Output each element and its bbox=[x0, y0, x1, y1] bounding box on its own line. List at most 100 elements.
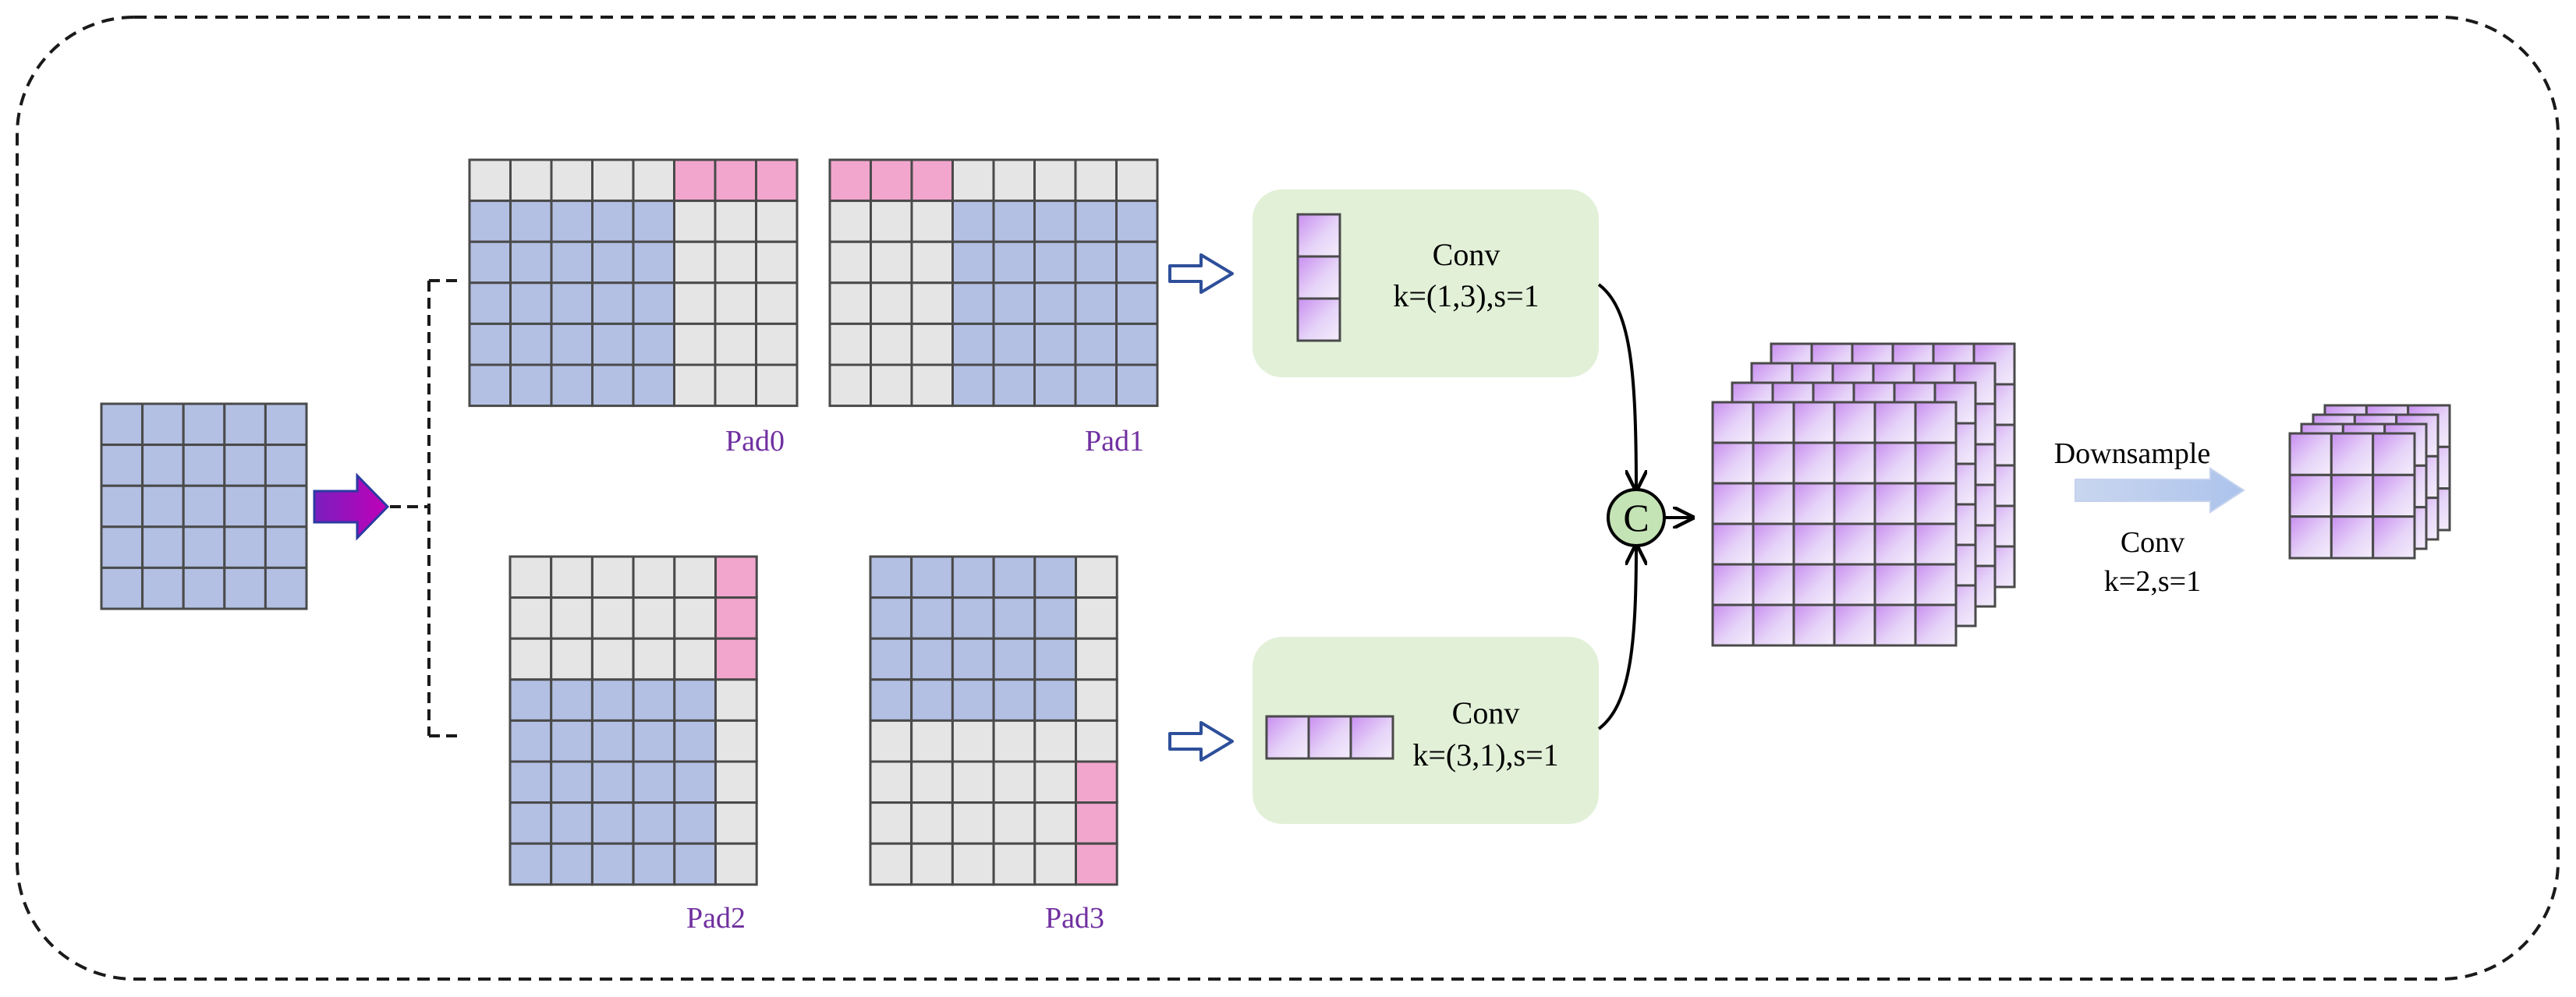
grid-cell bbox=[632, 678, 676, 722]
grid-cell bbox=[910, 200, 954, 243]
feature-cell bbox=[1711, 441, 1755, 485]
feature-cell bbox=[1752, 482, 1795, 525]
grid-cell bbox=[468, 363, 512, 408]
grid-cell bbox=[714, 322, 757, 366]
grid-cell bbox=[910, 281, 954, 325]
grid-cell bbox=[951, 719, 995, 763]
feature-cell bbox=[1833, 401, 1876, 444]
grid-cell bbox=[591, 281, 635, 325]
grid-cell bbox=[509, 240, 553, 285]
to-conv-bottom-arrow-icon bbox=[1168, 721, 1234, 762]
grid-cell bbox=[910, 760, 954, 804]
grid-cell bbox=[828, 281, 872, 325]
downsample-arrow-icon bbox=[2075, 467, 2245, 514]
grid-cell bbox=[591, 322, 635, 366]
grid-cell bbox=[870, 158, 913, 203]
grid-cell bbox=[992, 281, 1036, 325]
grid-cell bbox=[590, 842, 635, 886]
grid-cell bbox=[141, 402, 185, 447]
feature-cell bbox=[1873, 522, 1917, 566]
grid-cell bbox=[1075, 842, 1118, 886]
grid-cell bbox=[828, 363, 872, 408]
grid-cell bbox=[673, 158, 717, 203]
grid-cell bbox=[100, 402, 144, 447]
grid-cell bbox=[632, 363, 675, 408]
grid-cell bbox=[632, 281, 675, 325]
feature-cell bbox=[2330, 515, 2375, 560]
grid-cell bbox=[673, 760, 717, 804]
grid-cell bbox=[992, 719, 1036, 763]
kernel-1x3-icon bbox=[1296, 213, 1341, 342]
grid-cell bbox=[992, 637, 1036, 681]
grid-cell bbox=[992, 555, 1036, 599]
input-feature-grid bbox=[100, 402, 308, 610]
grid-cell bbox=[869, 637, 913, 681]
feature-cell bbox=[1914, 563, 1958, 606]
grid-cell bbox=[714, 240, 757, 285]
grid-cell bbox=[869, 596, 913, 640]
grid-cell bbox=[223, 484, 267, 529]
grid-cell bbox=[1033, 637, 1078, 681]
grid-cell bbox=[182, 444, 226, 487]
grid-cell bbox=[673, 596, 717, 640]
downsample-label: Downsample bbox=[2054, 437, 2211, 470]
grid-cell bbox=[508, 596, 553, 640]
grid-cell bbox=[1074, 322, 1118, 366]
grid-cell bbox=[468, 200, 512, 243]
grid-cell bbox=[870, 363, 913, 408]
grid-cell bbox=[550, 596, 594, 640]
grid-cell bbox=[1075, 555, 1118, 599]
grid-cell bbox=[550, 322, 594, 366]
grid-cell bbox=[591, 158, 635, 203]
grid-cell bbox=[550, 637, 594, 681]
grid-cell bbox=[951, 281, 995, 325]
grid-cell bbox=[550, 801, 594, 845]
grid-cell bbox=[1033, 200, 1077, 243]
downsample-conv-title: Conv bbox=[2121, 526, 2184, 559]
grid-cell bbox=[590, 760, 635, 804]
grid-cell bbox=[1115, 158, 1159, 203]
grid-cell bbox=[1033, 760, 1078, 804]
grid-cell bbox=[550, 363, 594, 408]
grid-cell bbox=[590, 719, 635, 763]
grid-cell bbox=[673, 637, 717, 681]
feature-cell bbox=[1873, 563, 1917, 606]
feature-cell bbox=[1914, 401, 1958, 444]
grid-cell bbox=[141, 444, 185, 487]
grid-cell bbox=[673, 842, 717, 886]
grid-cell bbox=[1115, 240, 1159, 285]
feature-cell bbox=[1914, 603, 1958, 647]
feature-cell bbox=[2372, 432, 2416, 476]
grid-cell bbox=[992, 363, 1036, 408]
feature-cell bbox=[1833, 441, 1876, 485]
grid-cell bbox=[714, 281, 757, 325]
grid-cell bbox=[508, 678, 553, 722]
feature-cell bbox=[1873, 603, 1917, 647]
feature-cell bbox=[1752, 522, 1795, 566]
grid-cell bbox=[550, 678, 594, 722]
grid-cell bbox=[632, 719, 676, 763]
grid-cell bbox=[468, 322, 512, 366]
feature-cell bbox=[1792, 522, 1836, 566]
grid-cell bbox=[714, 637, 758, 681]
grid-cell bbox=[264, 484, 308, 529]
grid-cell bbox=[590, 637, 635, 681]
grid-cell bbox=[755, 158, 799, 203]
grid-cell bbox=[910, 363, 954, 408]
grid-cell bbox=[264, 402, 308, 447]
grid-cell bbox=[141, 566, 185, 610]
grid-cell bbox=[992, 158, 1036, 203]
grid-cell bbox=[1033, 678, 1078, 722]
feature-cell bbox=[1711, 563, 1755, 606]
grid-cell bbox=[673, 240, 717, 285]
grid-cell bbox=[508, 842, 553, 886]
feature-cell bbox=[1914, 522, 1958, 566]
grid-cell bbox=[673, 322, 717, 366]
grid-cell bbox=[869, 842, 913, 886]
pad3-grid bbox=[869, 555, 1118, 886]
grid-cell bbox=[141, 484, 185, 529]
pad2-grid bbox=[508, 555, 758, 886]
grid-cell bbox=[992, 200, 1036, 243]
feature-cell bbox=[2372, 473, 2416, 518]
grid-cell bbox=[508, 801, 553, 845]
